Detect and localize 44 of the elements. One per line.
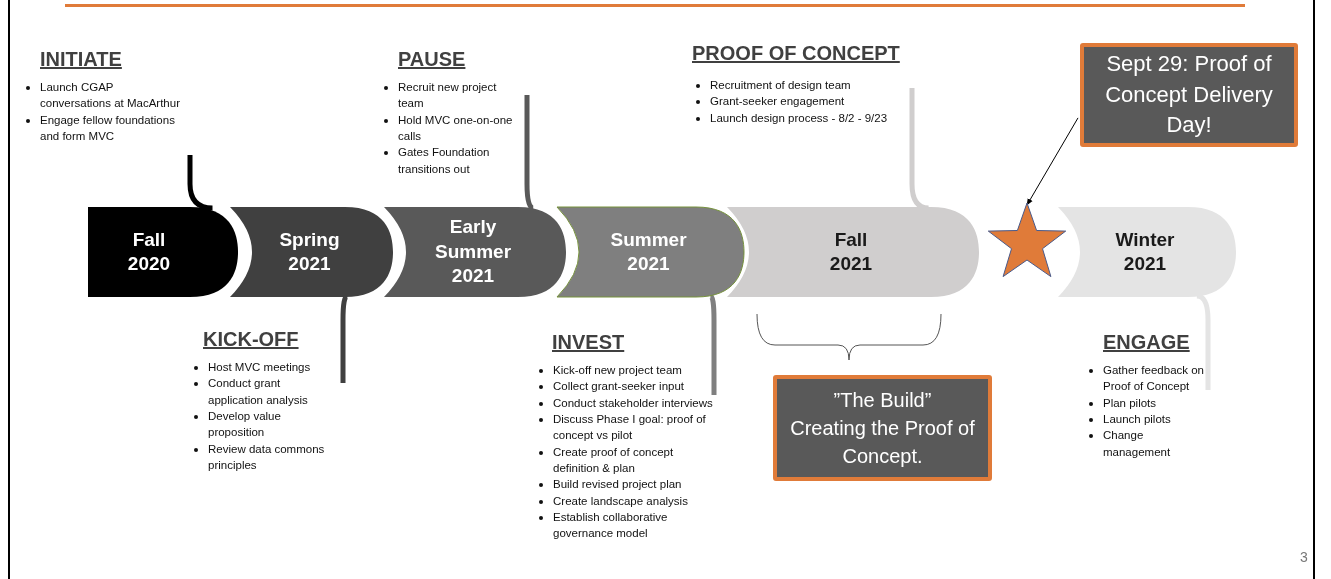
bullet-item: Review data commons principles — [208, 442, 325, 471]
callout-box: ”The Build” Creating the Proof of Concept. — [773, 375, 992, 481]
bullet-item: Launch pilots — [1103, 413, 1171, 425]
period-label: Spring 2021 — [278, 227, 341, 277]
bullet-item: Develop value proposition — [208, 410, 281, 439]
bullet-item: Conduct stakeholder interviews — [553, 396, 713, 409]
bullet-item: Build revised project plan — [553, 478, 682, 491]
period-label: Early Summer 2021 — [435, 215, 511, 289]
period-label: Fall 2020 — [126, 227, 172, 277]
bullet-item: Gates Foundation transitions out — [398, 146, 490, 175]
bullet-item: Grant-seeker engagement — [710, 95, 845, 108]
section-heading: KICK-OFF — [203, 328, 299, 351]
bullet-item: Recruit new project team — [398, 81, 497, 110]
section-heading: PROOF OF CONCEPT — [692, 42, 900, 65]
period-label: Winter 2021 — [1114, 227, 1176, 277]
bullet-item: Change management — [1103, 429, 1171, 458]
connector-line — [340, 294, 350, 383]
bullet-item: Plan pilots — [1103, 396, 1157, 409]
period-label: Fall 2021 — [828, 227, 874, 277]
bullet-item: Recruitment of design team — [710, 79, 851, 91]
section-heading: PAUSE — [398, 48, 466, 71]
connector-line — [1196, 293, 1211, 390]
bullet-item: Create proof of concept definition & plan — [553, 445, 674, 474]
page-number: 3 — [1300, 549, 1308, 565]
bullet-item: Create landscape analysis — [553, 494, 688, 507]
connector-line — [524, 95, 535, 211]
bullet-item: Launch design process - 8/2 - 9/23 — [710, 111, 888, 124]
callout-box: Sept 29: Proof of Concept Delivery Day! — [1080, 43, 1298, 147]
bullet-item: Launch CGAP conversations at MacArthur — [40, 81, 180, 110]
bullet-item: Collect grant-seeker input — [553, 380, 685, 393]
arrow — [1026, 117, 1079, 206]
section-heading: ENGAGE — [1103, 331, 1190, 354]
connector-line — [708, 294, 717, 395]
bullet-item: Host MVC meetings — [208, 361, 311, 373]
section-heading: INITIATE — [40, 48, 122, 71]
bullet-item: Discuss Phase I goal: proof of concept vs pilot — [553, 413, 706, 442]
bullet-item: Gather feedback on Proof of Concept — [1103, 364, 1204, 393]
bullet-item: Establish collaborative governance model — [553, 510, 668, 540]
section-heading: INVEST — [552, 331, 625, 354]
period-label: Summer 2021 — [610, 227, 687, 277]
bullet-item: Conduct grant application analysis — [208, 377, 308, 406]
bullet-item: Kick-off new project team — [553, 364, 682, 376]
bullet-item: Engage fellow foundations and form MVC — [40, 113, 175, 142]
bullet-item: Hold MVC one-on-one calls — [398, 113, 513, 142]
